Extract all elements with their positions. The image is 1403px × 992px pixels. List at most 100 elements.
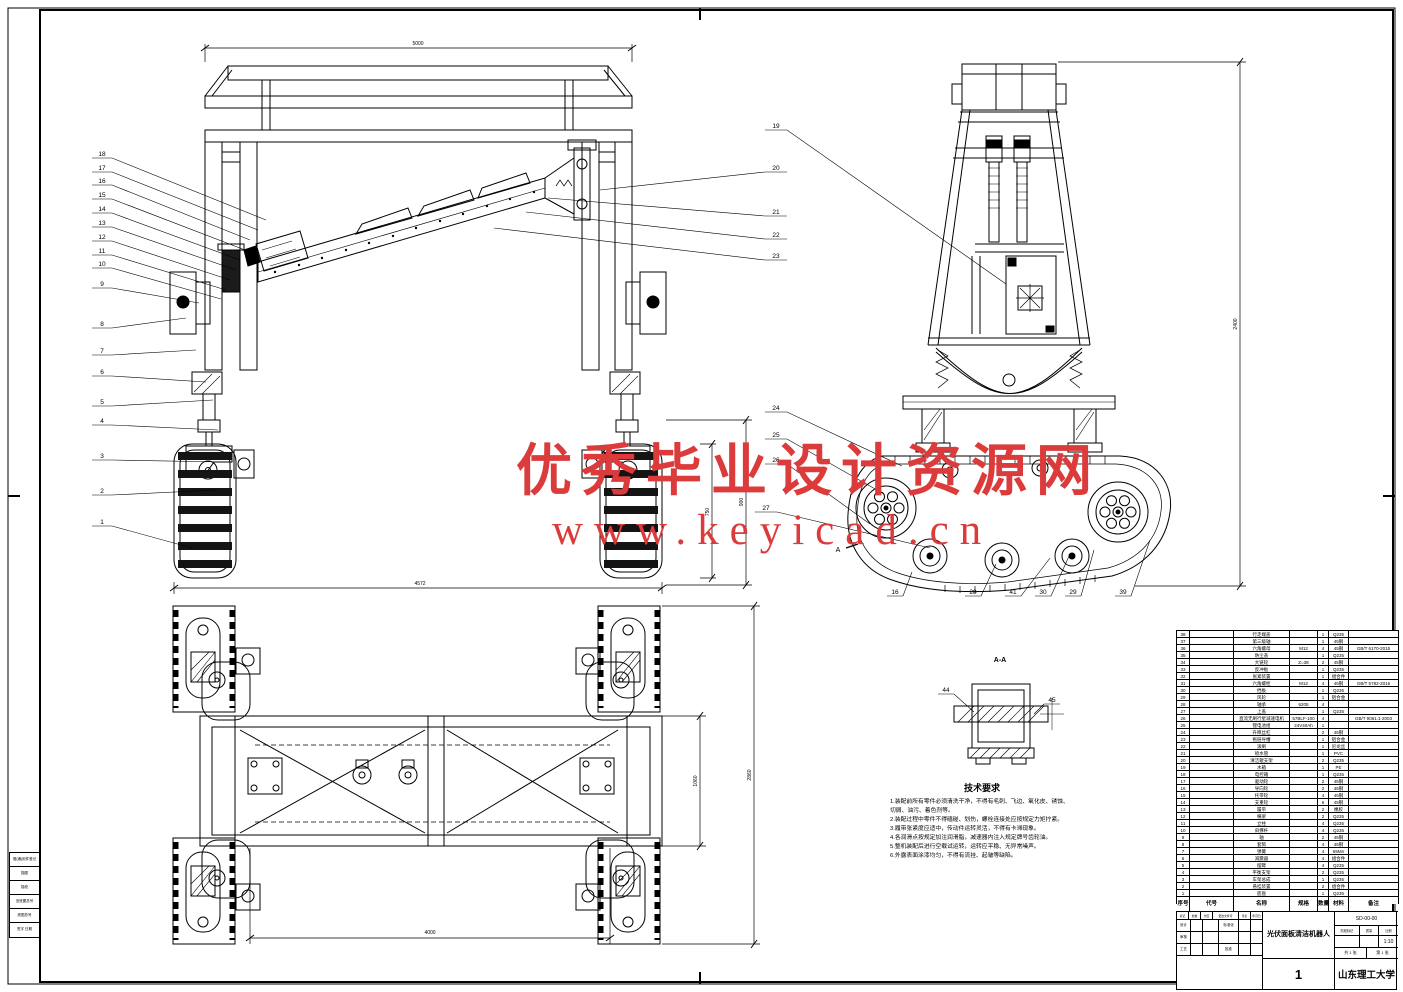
bom-cell-qty: 4 [1318,827,1329,834]
callout-24: 24 [772,405,780,412]
bom-cell-spec [1290,855,1318,862]
bom-cell-note [1349,785,1398,792]
bom-cell-mat: 尼龙丝 [1329,743,1349,750]
callout-numbers: 18 17 16 15 14 13 12 11 10 9 8 7 6 5 4 3… [98,123,1127,704]
title-block: 标记 处数 分区 更改文件号 签名 年月日 设计 标准化 审核 工艺 批准 光伏… [1176,911,1398,990]
bom-cell-spec [1290,729,1318,736]
bom-cell-spec: 6205 [1290,701,1318,708]
bom-cell-code [1190,736,1234,743]
bom-cell-spec: M12 [1290,680,1318,687]
company-name: 山东理工大学 [1337,970,1395,981]
bom-cell-name: 张紧装置 [1234,673,1290,680]
bom-cell-spec [1290,631,1318,638]
bom-cell-mat: 45钢 [1329,834,1349,841]
edge-row: 描校 [10,881,39,895]
sig-blank [1191,944,1203,956]
bom-cell-code [1190,715,1234,722]
dim-plan-overall: 2860 [747,769,753,780]
bom-cell-note [1349,708,1398,715]
bom-cell-no: 27 [1177,708,1190,715]
bom-cell-qty: 2 [1318,659,1329,666]
bom-cell-mat: Q235 [1329,687,1349,694]
bom-cell-note [1349,666,1398,673]
bom-cell-spec [1290,813,1318,820]
bom-cell-mat: 45钢 [1329,645,1349,652]
edge-row: 旧底图总号 [10,895,39,909]
sig-header: 标记 [1177,912,1189,920]
sig-label-approve: 批准 [1219,944,1239,956]
bom-cell-mat [1329,722,1349,729]
bom-cell-note [1349,729,1398,736]
bom-cell-qty: 1 [1318,764,1329,771]
bom-cell-mat: Q235 [1329,666,1349,673]
bom-cell-qty: 4 [1318,701,1329,708]
tech-line: 2.装配过程中零件不得磕碰、划伤，螺栓连接处应按规定力矩拧紧。 [890,816,1063,823]
bom-cell-no: 29 [1177,694,1190,701]
bom-cell-note [1349,862,1398,869]
tech-line: 3.履带张紧度应适中，传动件运转灵活，不得有卡滞现象。 [890,825,1040,832]
bom-cell-mat [1329,701,1349,708]
bom-cell-spec [1290,834,1318,841]
tech-line: 1.装配前所有零件必须清洗干净，不得有毛刺、飞边、氧化皮、锈蚀、切屑、油污、着色… [890,799,1069,814]
bom-header-note: 备注 [1349,897,1398,912]
bom-cell-qty: 2 [1318,729,1329,736]
bom-cell-spec [1290,869,1318,876]
plan-track-top-left [172,605,236,713]
bom-cell-spec [1290,666,1318,673]
callout-1: 1 [100,519,104,526]
bom-cell-qty: 1 [1318,876,1329,883]
dim-side-height: 2400 [1233,318,1239,329]
bom-cell-no: 24 [1177,729,1190,736]
bom-cell-note [1349,820,1398,827]
bom-cell-no: 23 [1177,736,1190,743]
bom-cell-code [1190,638,1234,645]
callout-4: 4 [100,418,104,425]
callout-10: 10 [98,261,106,268]
callout-25: 25 [772,432,780,439]
bom-cell-no: 9 [1177,834,1190,841]
plan-track-top-right [597,605,661,713]
bom-cell-no: 10 [1177,827,1190,834]
bom-cell-spec [1290,652,1318,659]
bom-cell-no: 20 [1177,757,1190,764]
bom-cell-spec: M12 [1290,645,1318,652]
bom-cell-note [1349,841,1398,848]
bom-cell-no: 8 [1177,841,1190,848]
bom-header-row: 序号 代号 名称 规格 数量 材料 备注 [1177,897,1398,912]
edge-row: 底图总号 [10,909,39,923]
bom-cell-name: 套筒 [1234,841,1290,848]
sig-blank [1239,944,1251,956]
bom-cell-name: 斜撑杆 [1234,827,1290,834]
callout-21: 21 [772,209,780,216]
bom-header-spec: 规格 [1290,897,1318,912]
bom-cell-mat: Q235 [1329,862,1349,869]
bom-cell-no: 14 [1177,799,1190,806]
dim-plan-width: 4000 [424,930,435,936]
bom-cell-no: 17 [1177,778,1190,785]
bom-cell-code [1190,757,1234,764]
bom-cell-qty: 1 [1318,708,1329,715]
callout-17: 17 [98,165,106,172]
callout-6: 6 [100,369,104,376]
bom-cell-name: 防尘盖 [1234,652,1290,659]
bom-cell-name: 反冲板 [1234,666,1290,673]
sig-blank [1251,932,1263,944]
bom-cell-mat: Q235 [1329,652,1349,659]
bom-cell-qty: 4 [1318,645,1329,652]
bom-cell-spec [1290,743,1318,750]
bom-cell-spec [1290,708,1318,715]
bom-cell-no: 22 [1177,743,1190,750]
bom-cell-no: 18 [1177,771,1190,778]
bom-cell-spec [1290,799,1318,806]
bom-cell-qty: 1 [1318,890,1329,897]
bom-cell-code [1190,848,1234,855]
